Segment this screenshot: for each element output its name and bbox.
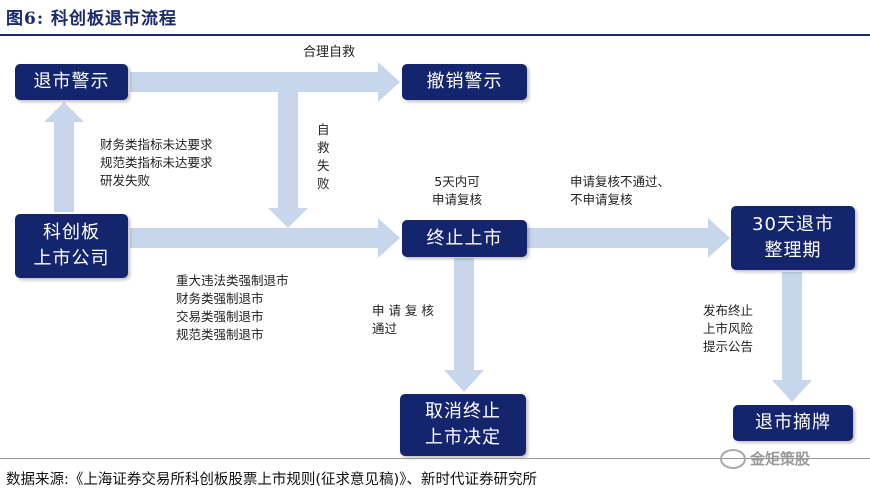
node-revoke-warning-label: 撤销警示 <box>426 71 503 92</box>
node-cancel-decision-line2: 上市决定 <box>425 427 501 448</box>
node-delist-board: 退市摘牌 <box>733 405 853 441</box>
flow-arrows <box>44 62 812 402</box>
node-cancel-decision-line1: 取消终止 <box>425 401 501 422</box>
bottom-rule <box>0 458 870 459</box>
watermark: 金矩策股 <box>720 448 810 469</box>
arrow-self-rescue-fail <box>268 92 308 228</box>
node-star-company-line2: 上市公司 <box>33 248 110 269</box>
arrow-cleanup-to-delist <box>772 272 812 402</box>
node-revoke-warning: 撤销警示 <box>402 64 527 100</box>
arrow-terminate-to-cleanup <box>527 218 730 258</box>
label-self-rescue-fail: 自 救 失 败 <box>317 122 330 191</box>
node-cleanup-period-line1: 30天退市 <box>752 214 834 235</box>
node-delist-warning: 退市警示 <box>15 64 128 100</box>
label-self-rescue-ok: 合理自救 <box>303 45 356 60</box>
wechat-icon <box>720 448 746 469</box>
node-cancel-decision: 取消终止 上市决定 <box>400 394 526 456</box>
watermark-text: 金矩策股 <box>750 450 811 468</box>
label-warning-reasons: 财务类指标未达要求 规范类指标未达要求 研发失败 <box>100 137 213 188</box>
arrow-company-to-warning <box>44 102 84 212</box>
node-delist-warning-label: 退市警示 <box>33 71 110 92</box>
node-terminate-listing: 终止上市 <box>402 220 527 257</box>
label-review-pass: 申 请 复 核 通过 <box>372 303 434 336</box>
node-cleanup-period-line2: 整理期 <box>764 240 822 261</box>
node-star-company: 科创板 上市公司 <box>15 214 128 278</box>
title-rule <box>0 34 870 36</box>
label-review-fail: 申请复核不通过、 不申请复核 <box>570 174 671 207</box>
label-review-within-5days: 5天内可 申请复核 <box>432 174 483 207</box>
arrow-warning-to-revoke <box>130 62 400 102</box>
label-announce-risk: 发布终止 上市风险 提示公告 <box>703 303 754 354</box>
node-cleanup-period: 30天退市 整理期 <box>731 206 855 270</box>
label-forced-reasons: 重大违法类强制退市 财务类强制退市 交易类强制退市 规范类强制退市 <box>176 273 289 342</box>
figure-title: 图6: 科创板退市流程 <box>6 9 178 29</box>
node-delist-board-label: 退市摘牌 <box>755 412 831 433</box>
arrow-terminate-to-cancel <box>444 258 484 392</box>
arrow-company-to-terminate <box>130 218 400 258</box>
node-star-company-line1: 科创板 <box>43 222 100 243</box>
node-terminate-listing-label: 终止上市 <box>426 227 503 249</box>
source-footer: 数据来源:《上海证券交易所科创板股票上市规则(征求意见稿)》、新时代证券研究所 <box>6 472 537 488</box>
